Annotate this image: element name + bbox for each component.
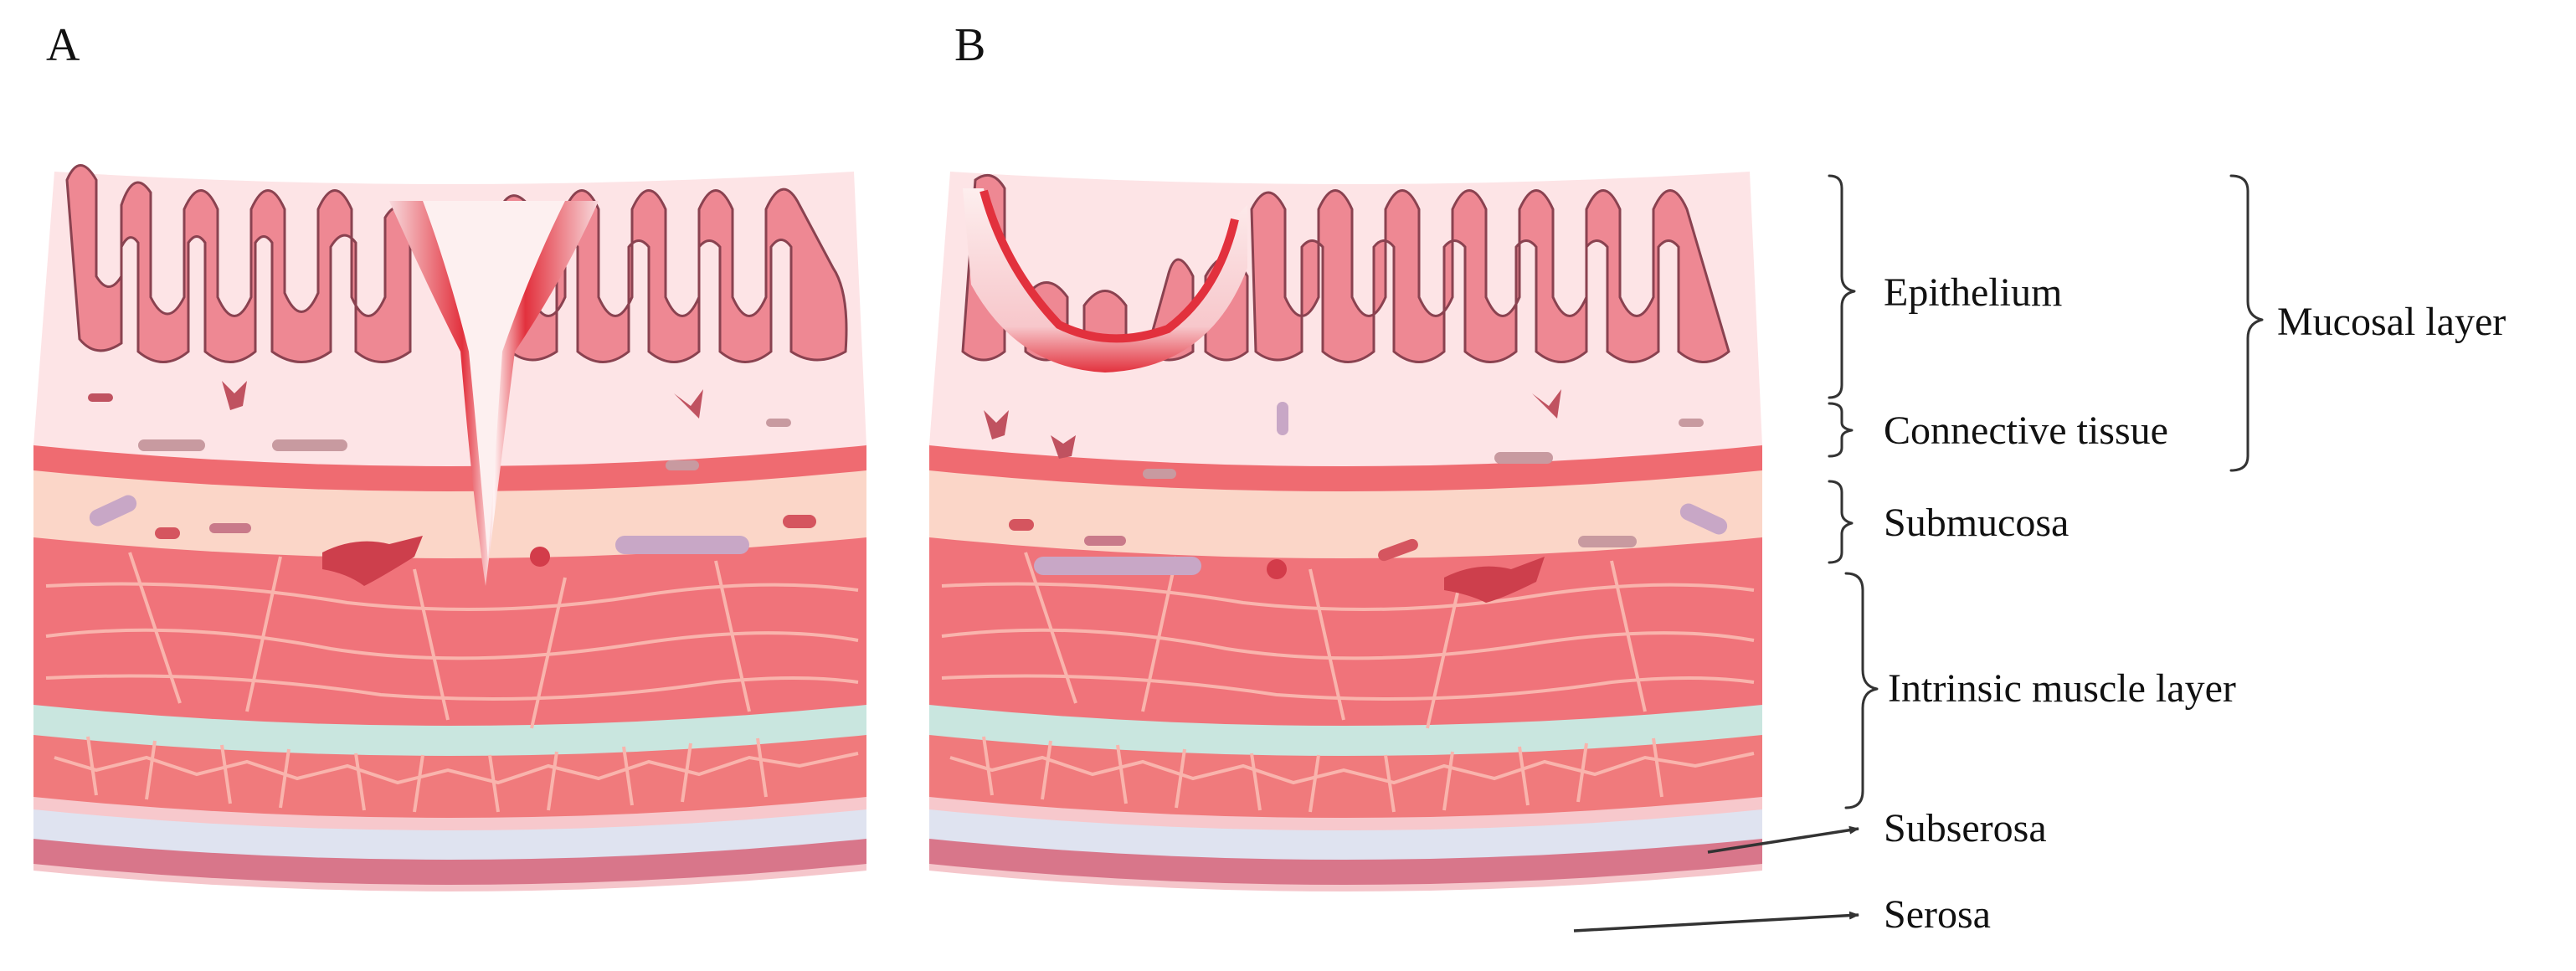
connective-tissue-label: Connective tissue <box>1884 408 2168 453</box>
serosa-arrow <box>1573 911 1859 932</box>
connective-tissue-brace <box>1828 402 1854 458</box>
submucosa-brace <box>1828 480 1854 564</box>
epithelium-label: Epithelium <box>1884 270 2062 315</box>
panel-b-lamina-vessels <box>984 389 1704 459</box>
intrinsic-muscle-layer-label: Intrinsic muscle layer <box>1888 666 2236 711</box>
mucosal-layer-brace <box>2229 174 2264 472</box>
panel-a-laceration <box>389 201 599 586</box>
panel-b-vessels <box>1009 452 1728 603</box>
intrinsic-muscle-brace <box>1844 572 1879 809</box>
submucosa-label: Submucosa <box>1884 501 2069 545</box>
panel-a-vessels <box>89 439 816 586</box>
panel-a-muscle-texture <box>45 552 859 813</box>
mucosal-layer-label: Mucosal layer <box>2277 300 2506 344</box>
panel-b-ulcer <box>963 188 1247 372</box>
panel-b-label: B <box>954 19 985 71</box>
panel-b-tissue <box>929 172 1762 891</box>
panel-a-lamina-vessels <box>88 381 791 451</box>
panel-a-epithelium <box>65 164 848 363</box>
serosa-label: Serosa <box>1884 892 1991 937</box>
epithelium-brace <box>1828 174 1856 399</box>
panel-b <box>929 172 1762 891</box>
panel-a <box>33 164 866 891</box>
panel-b-muscle-texture <box>941 552 1755 813</box>
panel-a-label: A <box>46 19 80 71</box>
subserosa-arrow <box>1707 825 1859 854</box>
subserosa-label: Subserosa <box>1884 806 2047 850</box>
